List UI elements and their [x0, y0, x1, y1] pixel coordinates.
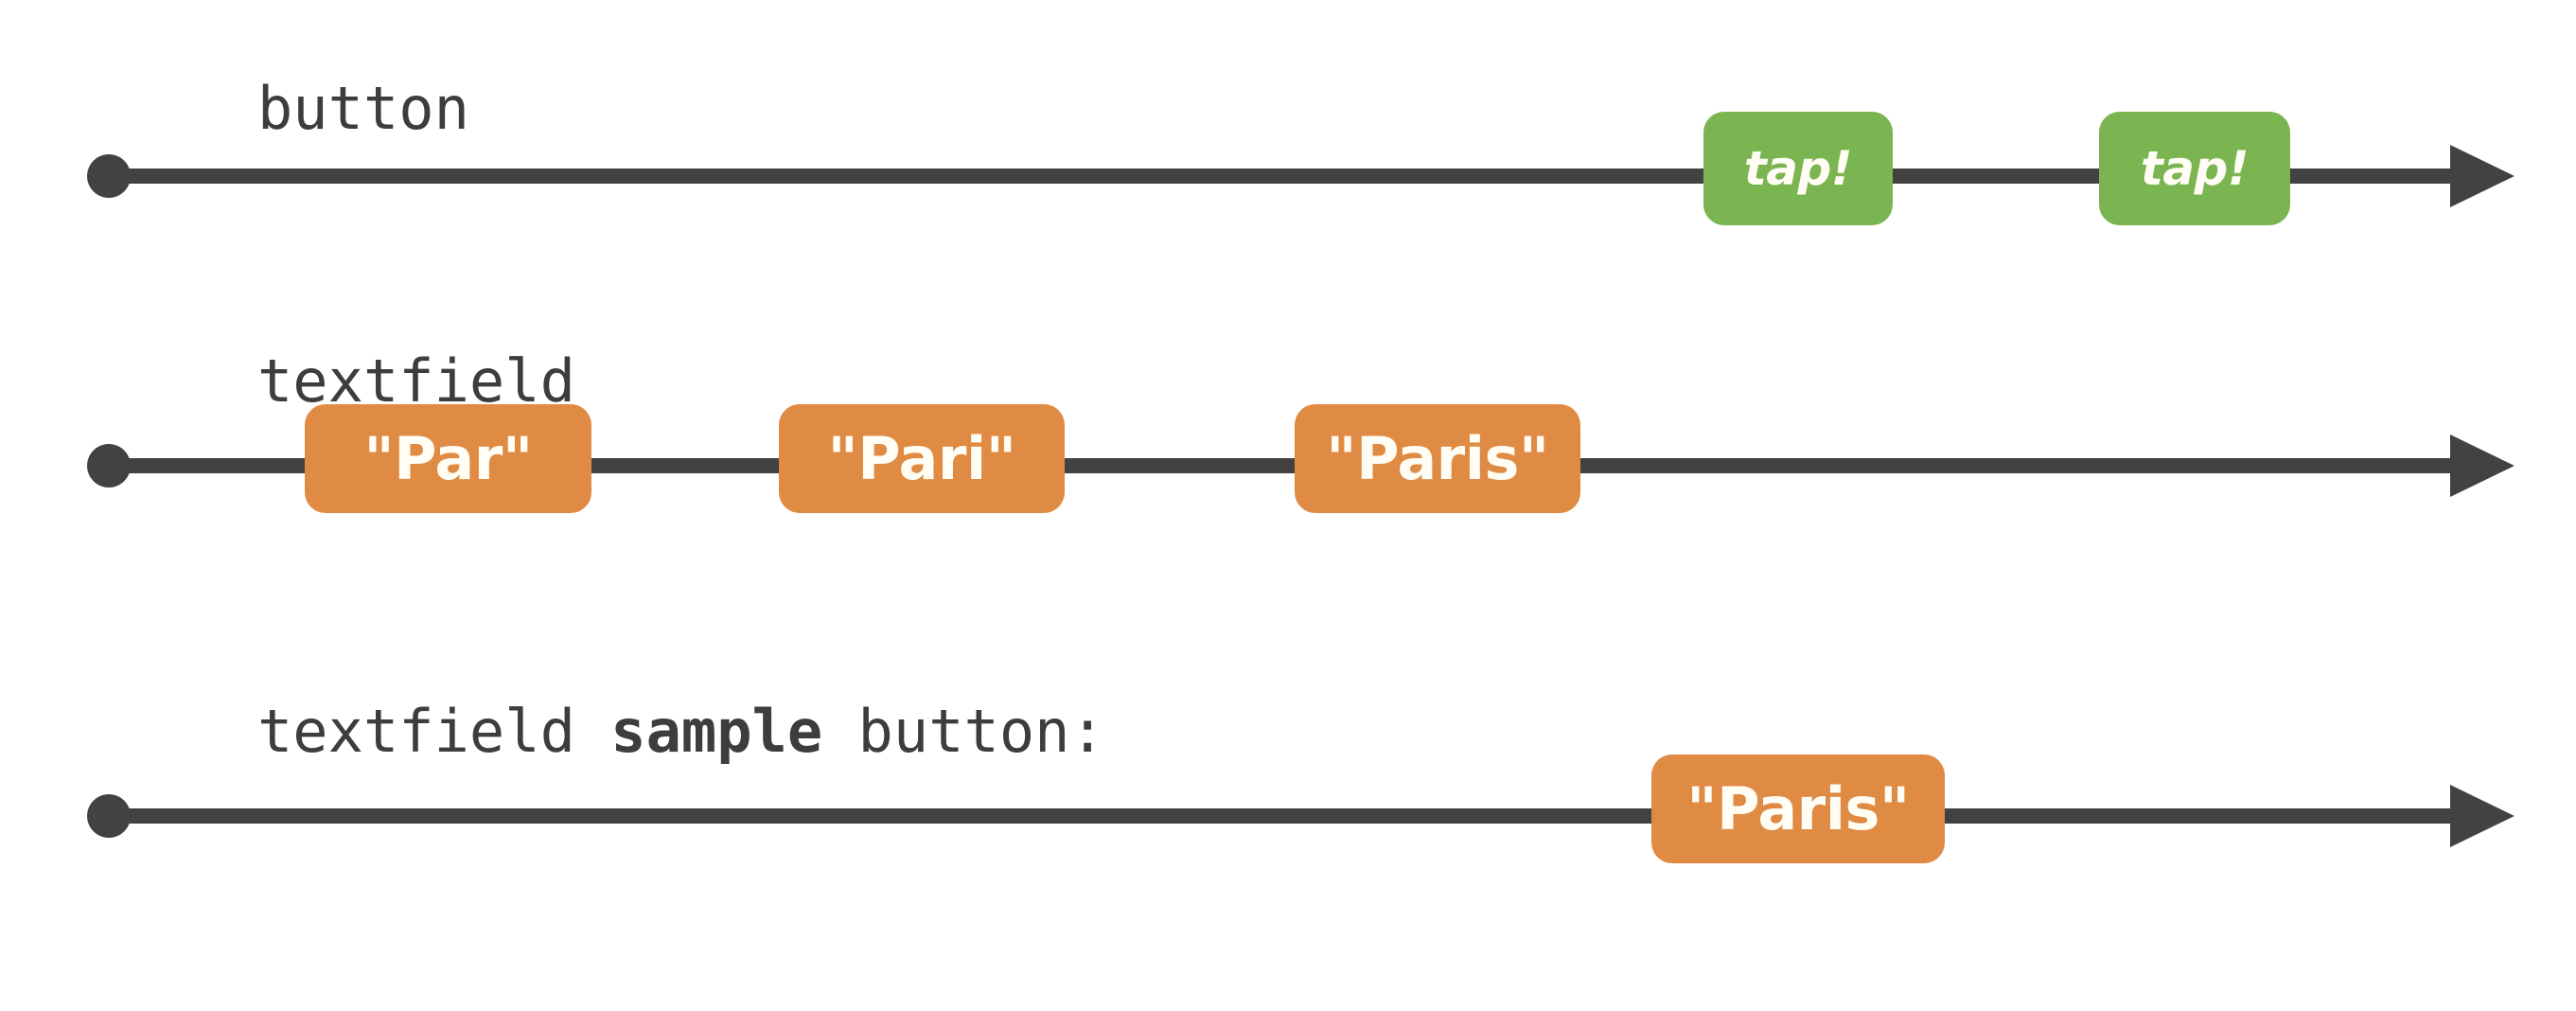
- row-label-text-emphasis: sample: [610, 697, 823, 766]
- event-badge-label: tap!: [1743, 141, 1853, 196]
- row-label-text-suffix: button:: [822, 697, 1105, 766]
- event-badge-tap-1[interactable]: tap!: [1703, 112, 1893, 225]
- axis-line: [109, 808, 2465, 824]
- row-label-text-prefix: textfield: [256, 697, 611, 766]
- axis-line: [109, 458, 2465, 473]
- axis-start-dot: [87, 444, 131, 488]
- event-badge-paris-sample[interactable]: "Paris": [1651, 754, 1945, 863]
- timeline-axis-button: tap! tap!: [0, 112, 2576, 225]
- timeline-axis-textfield: "Par" "Pari" "Paris": [0, 404, 2576, 513]
- event-badge-tap-2[interactable]: tap!: [2099, 112, 2290, 225]
- event-badge-label: "Paris": [1686, 774, 1910, 843]
- axis-start-dot: [87, 794, 131, 838]
- event-badge-label: tap!: [2140, 141, 2250, 196]
- axis-arrowhead-icon: [2450, 145, 2514, 207]
- axis-arrowhead-icon: [2450, 785, 2514, 847]
- row-label-button: button: [45, 21, 469, 197]
- event-badge-paris[interactable]: "Paris": [1295, 404, 1580, 513]
- event-badge-par[interactable]: "Par": [305, 404, 591, 513]
- row-label-textfield: textfield: [45, 293, 575, 470]
- event-badge-pari[interactable]: "Pari": [779, 404, 1065, 513]
- event-badge-label: "Paris": [1326, 424, 1549, 493]
- row-label-text: textfield: [256, 346, 575, 416]
- axis-arrowhead-icon: [2450, 435, 2514, 497]
- event-badge-label: "Par": [363, 424, 533, 493]
- row-label-text: button: [256, 74, 469, 143]
- row-label-textfield-sample-button: textfield sample button:: [45, 644, 1105, 820]
- timeline-axis-textfield-sample-button: "Paris": [0, 754, 2576, 863]
- axis-start-dot: [87, 154, 131, 198]
- event-badge-label: "Pari": [827, 424, 1016, 493]
